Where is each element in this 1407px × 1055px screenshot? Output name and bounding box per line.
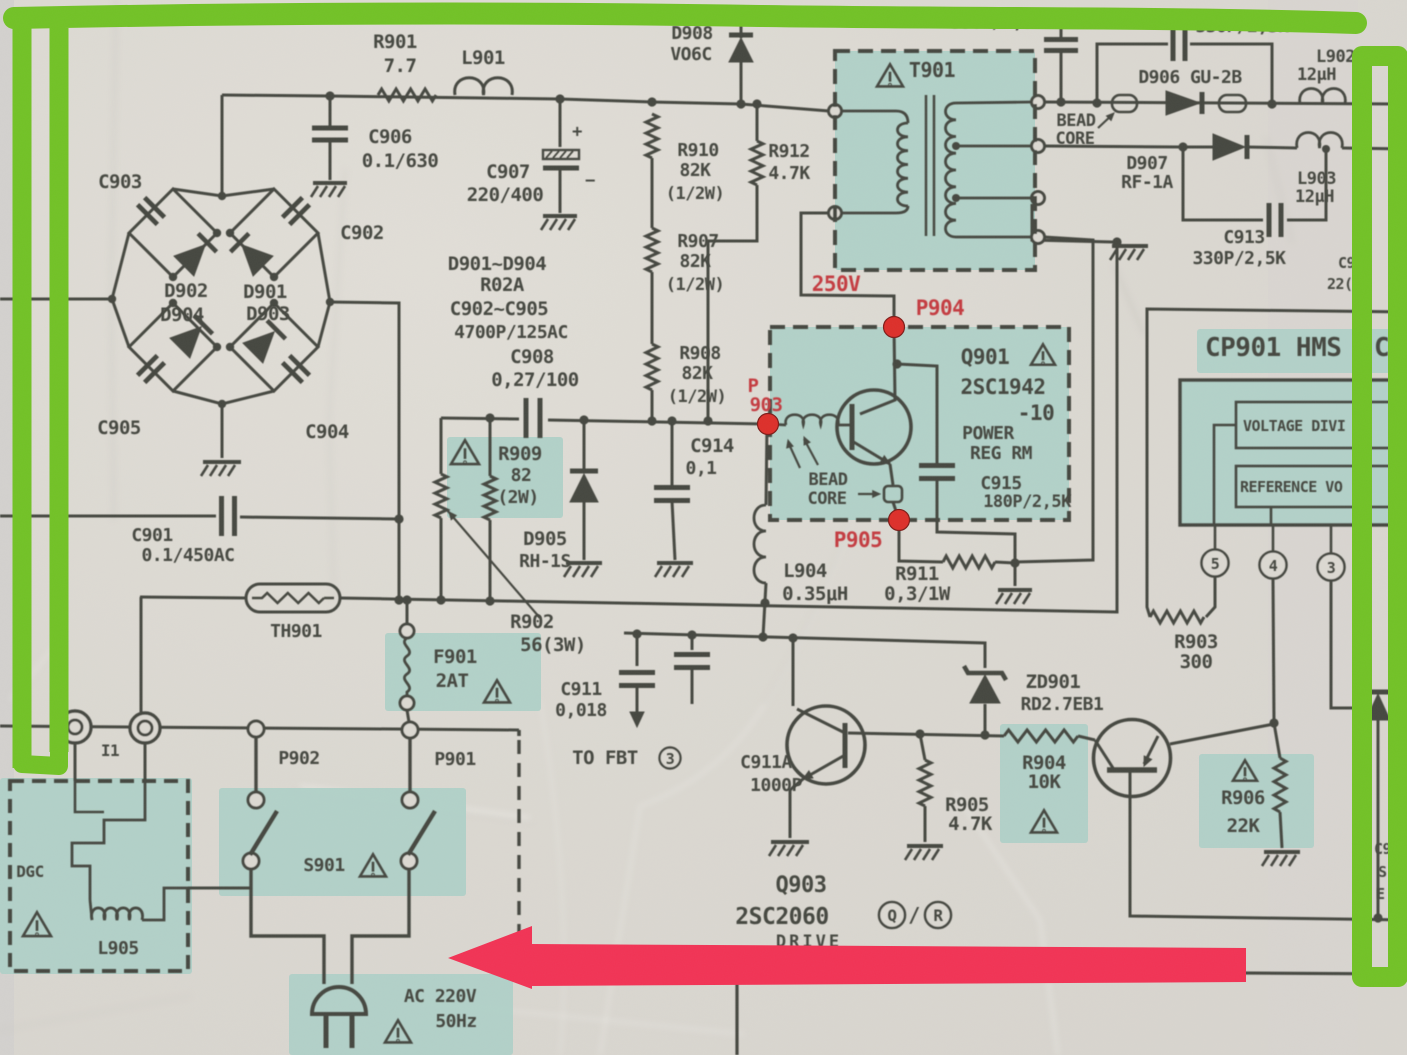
photo-grain (0, 0, 1407, 1055)
schematic-photo: R901 7.7 L901 C906 0.1/630 C907 220/400 … (0, 0, 1407, 1055)
photo-of-schematic: R901 7.7 L901 C906 0.1/630 C907 220/400 … (0, 0, 1407, 1055)
